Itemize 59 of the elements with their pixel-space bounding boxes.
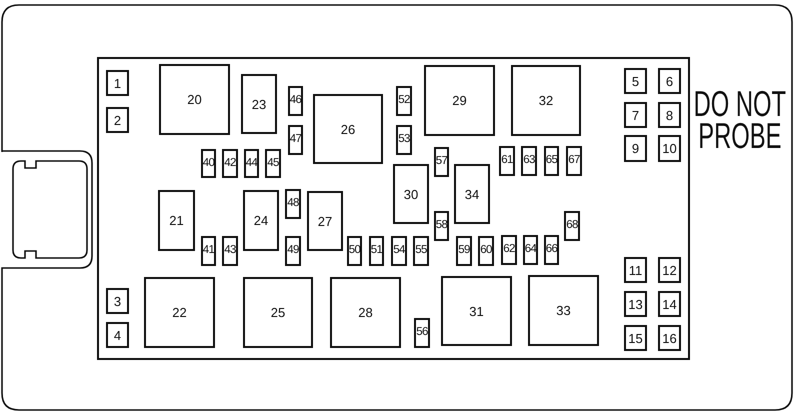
relay-slot: 30 [393, 164, 429, 224]
fuse-slot: 11 [624, 257, 647, 283]
fuse-slot: 63 [521, 146, 537, 176]
fuse-slot: 9 [624, 135, 647, 162]
fuse-slot: 64 [523, 235, 538, 265]
relay-slot: 20 [159, 64, 230, 135]
relay-slot: 22 [144, 277, 215, 348]
fuse-slot: 68 [564, 211, 580, 241]
relay-slot: 24 [243, 190, 279, 251]
relay-slot: 33 [528, 275, 599, 346]
fuse-slot: 2 [106, 107, 129, 133]
relay-slot: 28 [330, 277, 401, 348]
fuse-slot: 7 [624, 102, 647, 128]
fuse-slot: 66 [544, 235, 559, 265]
fuse-slot: 67 [566, 146, 582, 176]
fuse-slot: 15 [624, 325, 647, 351]
fuse-slot: 51 [369, 236, 384, 266]
fuse-slot: 49 [285, 236, 301, 266]
fuse-slot: 4 [106, 322, 129, 348]
fuse-slot: 1 [106, 70, 129, 96]
fuse-slot: 56 [414, 318, 430, 348]
fuse-slot: 65 [544, 146, 559, 176]
fuse-slot: 57 [434, 147, 449, 177]
fuse-slot: 14 [658, 291, 681, 317]
fuse-slot: 46 [288, 86, 303, 116]
fuse-slot: 55 [413, 236, 429, 266]
fuse-slot: 44 [244, 149, 259, 178]
fuse-slot: 13 [624, 291, 647, 317]
fuse-slot: 60 [478, 236, 494, 266]
fuse-slot: 45 [265, 149, 281, 178]
fuse-slot: 3 [106, 288, 129, 314]
fuse-slot: 12 [658, 257, 681, 283]
warning-text: DO NOT PROBE [692, 88, 788, 152]
fuse-slot: 6 [658, 68, 681, 94]
relay-slot: 23 [241, 74, 277, 134]
fuse-slot: 42 [222, 149, 238, 178]
fuse-slot: 53 [396, 125, 412, 155]
fuse-slot: 52 [396, 86, 412, 116]
fuse-slot: 58 [434, 211, 449, 241]
fuse-slot: 59 [456, 236, 472, 266]
relay-slot: 29 [424, 65, 495, 136]
fuse-slot: 43 [222, 236, 238, 266]
fuse-slot: 48 [285, 189, 301, 219]
fuse-slot: 41 [201, 236, 216, 266]
relay-slot: 26 [313, 94, 383, 164]
relay-slot: 25 [243, 277, 313, 348]
fuse-slot: 54 [391, 236, 407, 266]
fuse-slot: 62 [501, 235, 517, 265]
fuse-slot: 5 [624, 68, 647, 94]
relay-slot: 31 [441, 276, 512, 346]
fuse-slot: 61 [499, 146, 515, 176]
relay-slot: 32 [511, 65, 581, 136]
relay-slot: 21 [158, 190, 195, 251]
relay-slot: 34 [454, 164, 490, 224]
fuse-slot: 47 [288, 125, 303, 155]
fuse-slot: 10 [658, 135, 681, 162]
fuse-slot: 8 [658, 102, 681, 128]
relay-slot: 27 [307, 191, 343, 251]
fuse-slot: 16 [658, 325, 681, 351]
